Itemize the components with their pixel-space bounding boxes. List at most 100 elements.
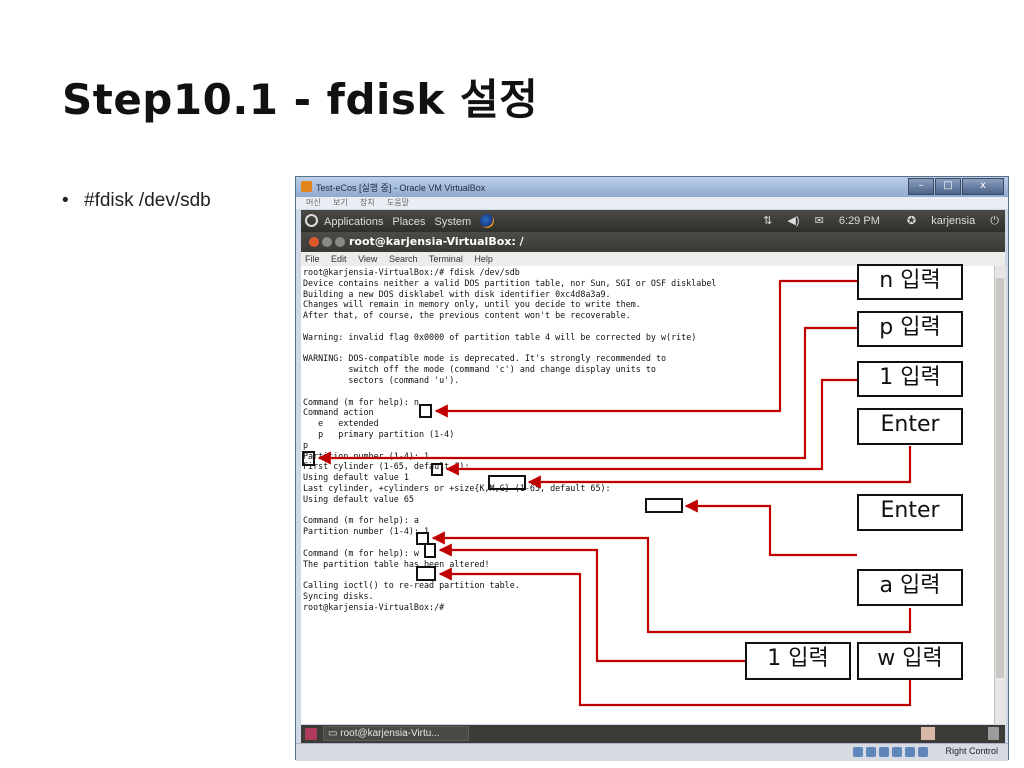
terminal-line: WARNING: DOS-compatible mode is deprecat… xyxy=(303,353,667,364)
terminal-line: Device contains neither a valid DOS part… xyxy=(303,277,717,288)
firefox-icon[interactable] xyxy=(480,214,495,228)
capture-icon[interactable] xyxy=(918,747,928,757)
cd-icon[interactable] xyxy=(866,747,876,757)
usb-icon[interactable] xyxy=(879,747,889,757)
window-controls: – □ x xyxy=(907,178,1004,195)
vm-menu-view[interactable]: 보기 xyxy=(332,198,348,207)
menu-applications[interactable]: Applications xyxy=(324,216,384,228)
maximize-button[interactable]: □ xyxy=(935,178,961,195)
arrow-w xyxy=(438,567,912,707)
callout-a-input: a 입력 xyxy=(857,569,963,606)
vm-titlebar: Test-eCos [실행 중] - Oracle VM VirtualBox … xyxy=(296,177,1008,197)
terminal-titlebar: root@karjensia-VirtualBox: / xyxy=(301,232,1005,252)
network-icon[interactable]: ⇅ xyxy=(763,215,773,227)
terminal-line: Command action xyxy=(303,407,374,418)
terminal-line: Syncing disks. xyxy=(303,591,374,601)
arrow-enter-b xyxy=(684,499,857,557)
terminal-menu-search[interactable]: Search xyxy=(388,254,418,264)
marker-1b xyxy=(424,543,436,558)
terminal-line: Command (m for help): n xyxy=(303,396,419,407)
terminal-maximize-button[interactable] xyxy=(335,237,345,247)
terminal-line: Changes will remain in memory only, unti… xyxy=(303,299,641,310)
terminal-menubar: File Edit View Search Terminal Help xyxy=(301,252,1005,266)
terminal-line: switch off the mode (command 'c') and ch… xyxy=(303,364,656,375)
callout-w-input: w 입력 xyxy=(857,642,963,680)
terminal-menu-edit[interactable]: Edit xyxy=(331,254,347,264)
slide-title: Step10.1 - fdisk 설정 xyxy=(62,75,539,124)
terminal-line: e extended xyxy=(303,418,379,429)
vm-statusbar: Right Control xyxy=(296,743,1008,761)
terminal-menu-help[interactable]: Help xyxy=(474,254,493,264)
terminal-close-button[interactable] xyxy=(309,237,319,247)
terminal-line: root@karjensia-VirtualBox:/# xyxy=(303,601,445,612)
terminal-line: Command (m for help): a xyxy=(303,515,419,526)
minimize-button[interactable]: – xyxy=(908,178,934,195)
gnome-top-panel: Applications Places System ⇅ ◀) ✉ 6:29 P… xyxy=(301,210,1005,232)
bullet-item: • #fdisk /dev/sdb xyxy=(62,190,211,212)
arrow-p xyxy=(317,326,857,465)
close-button[interactable]: x xyxy=(962,178,1004,195)
hdd-icon[interactable] xyxy=(853,747,863,757)
marker-n xyxy=(419,404,432,418)
power-icon[interactable]: ⏻ xyxy=(990,215,999,227)
terminal-menu-view[interactable]: View xyxy=(358,254,378,264)
scrollbar-thumb[interactable] xyxy=(996,278,1004,678)
terminal-line: Partition number (1-4): 1 xyxy=(303,526,430,537)
bullet-dot: • xyxy=(62,190,69,211)
terminal-title: root@karjensia-VirtualBox: / xyxy=(349,235,524,248)
taskbar-terminal-button[interactable]: ▭ root@karjensia-Virtu... xyxy=(323,726,469,741)
clock[interactable]: 6:29 PM xyxy=(838,215,880,227)
arrow-n xyxy=(434,279,857,418)
show-desktop-icon[interactable] xyxy=(305,728,317,740)
terminal-line: Calling ioctl() to re-read partition tab… xyxy=(303,580,520,591)
marker-p xyxy=(302,451,315,466)
callout-n-input: n 입력 xyxy=(857,264,963,300)
gnome-bottom-panel: ▭ root@karjensia-Virtu... xyxy=(301,725,1005,743)
callout-1-input-second: 1 입력 xyxy=(745,642,851,680)
taskbar-terminal-label: root@karjensia-Virtu... xyxy=(340,728,440,739)
vm-menu-machine[interactable]: 머신 xyxy=(306,198,321,207)
terminal-menu-terminal[interactable]: Terminal xyxy=(428,254,463,264)
virtualbox-icon xyxy=(301,181,312,192)
menu-system[interactable]: System xyxy=(434,216,472,228)
arrow-1b xyxy=(438,543,745,663)
user-name: karjensia xyxy=(931,215,976,227)
terminal-scrollbar[interactable] xyxy=(994,266,1006,724)
terminal-line: Warning: invalid flag 0x0000 of partitio… xyxy=(303,331,697,342)
terminal-line: sectors (command 'u'). xyxy=(303,375,460,385)
ubuntu-logo-icon xyxy=(305,214,318,227)
user-menu[interactable]: ✪ karjensia xyxy=(895,215,975,227)
host-key-label: Right Control xyxy=(945,746,998,756)
workspace-switcher[interactable] xyxy=(921,727,935,740)
vm-menubar: 머신 보기 장치 도움말 xyxy=(296,197,1008,209)
vm-status-icons xyxy=(850,747,928,757)
vm-menu-devices[interactable]: 장치 xyxy=(359,198,375,207)
marker-enter-a xyxy=(488,475,526,490)
terminal-line: Using default value 1 xyxy=(303,472,409,483)
callout-enter-last-cylinder: Enter xyxy=(857,494,963,531)
trash-icon[interactable] xyxy=(988,727,999,740)
terminal-line: p xyxy=(303,439,309,450)
shared-folder-icon[interactable] xyxy=(905,747,915,757)
arrow-a xyxy=(431,531,912,634)
terminal-window-icon: ▭ xyxy=(328,728,341,739)
terminal-menu-file[interactable]: File xyxy=(305,254,320,264)
terminal-minimize-button[interactable] xyxy=(322,237,332,247)
user-icon: ✪ xyxy=(906,215,920,227)
terminal-line: After that, of course, the previous cont… xyxy=(303,310,631,321)
marker-w xyxy=(416,566,436,581)
terminal-line: Using default value 65 xyxy=(303,493,414,504)
marker-a xyxy=(416,532,429,545)
terminal-line: root@karjensia-VirtualBox:/# fdisk /dev/… xyxy=(303,267,520,277)
terminal-line: p primary partition (1-4) xyxy=(303,429,455,439)
terminal-line: Building a new DOS disklabel with disk i… xyxy=(303,288,611,299)
vm-menu-help[interactable]: 도움말 xyxy=(386,198,409,207)
bullet-text: #fdisk /dev/sdb xyxy=(84,190,211,211)
arrow-1a xyxy=(445,378,857,476)
network-adapter-icon[interactable] xyxy=(892,747,902,757)
callout-1-input: 1 입력 xyxy=(857,361,963,397)
volume-icon[interactable]: ◀) xyxy=(787,215,800,227)
mail-icon[interactable]: ✉ xyxy=(814,215,824,227)
menu-places[interactable]: Places xyxy=(392,216,426,228)
